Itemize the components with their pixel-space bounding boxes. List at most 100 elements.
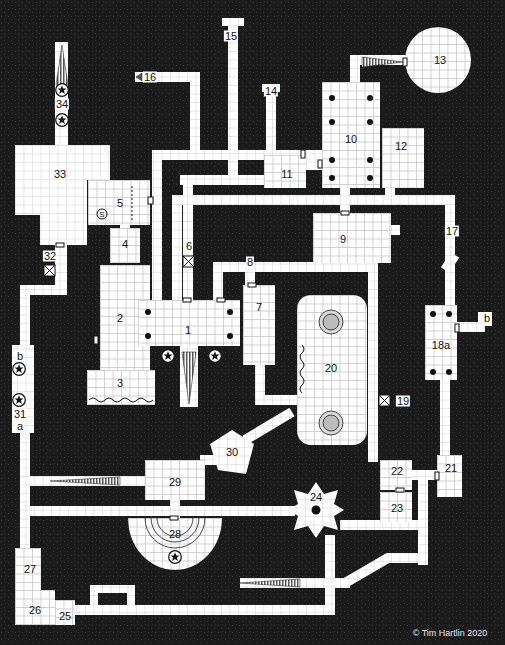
map-circle: [430, 311, 436, 317]
map-path: [44, 265, 55, 276]
map-use: [169, 551, 182, 564]
map-circle: [312, 506, 321, 515]
room: 12: [382, 128, 424, 188]
map-rect: [255, 395, 300, 405]
map-polygon: [50, 477, 120, 485]
map-use: [56, 114, 69, 127]
map-rect: [301, 150, 305, 158]
room: 25: [55, 600, 75, 625]
map-use: [56, 84, 69, 97]
map-polygon: [362, 57, 403, 67]
stairs: [50, 45, 403, 587]
map-rect: [368, 262, 378, 462]
map-circle: [367, 119, 373, 125]
map-rect: [183, 175, 193, 300]
map-rect: [318, 160, 322, 168]
map-rect: [30, 506, 295, 516]
area-label: 32: [43, 251, 57, 262]
map-circle: [446, 369, 452, 375]
area-label: 8: [246, 257, 254, 268]
room-shape: [288, 482, 344, 538]
room: 22: [380, 460, 412, 490]
map-rect: [180, 345, 198, 407]
map-rect: [445, 195, 455, 305]
copyright-note: © Tim Hartlin 2020: [413, 629, 488, 638]
map-rect: [305, 160, 323, 170]
room: 4: [110, 228, 140, 263]
map-path: [300, 345, 304, 393]
room: 7: [243, 285, 275, 365]
map-path: [132, 186, 133, 222]
map-rect: [148, 197, 153, 204]
room-number: 12: [395, 141, 407, 152]
map-rect: [266, 88, 276, 156]
map-use: [162, 350, 175, 363]
map-circle: [367, 95, 373, 101]
map-rect: [55, 42, 68, 147]
map-rect: [455, 324, 459, 332]
doors: [56, 58, 459, 520]
map-rect: [213, 262, 378, 272]
room-number: 5: [117, 198, 123, 209]
map-circle: [227, 333, 233, 339]
map-rect: [248, 283, 256, 287]
map-rect: [94, 336, 98, 344]
map-circle: [145, 309, 151, 315]
water-lines: [89, 186, 304, 548]
room-number: 4: [122, 239, 128, 250]
map-rect: [385, 188, 395, 200]
room-number: 25: [59, 611, 71, 622]
room-number: 28: [169, 529, 181, 540]
room: 29: [145, 460, 205, 500]
area-label: 16: [143, 72, 157, 83]
map-use: [13, 363, 26, 376]
room-number: 7: [256, 302, 262, 313]
map-rect: [20, 476, 148, 486]
room-number: 27: [24, 564, 36, 575]
room-number: 1: [185, 325, 191, 336]
map-rect: [170, 516, 178, 520]
room: 11: [264, 155, 306, 188]
map-rect: [418, 470, 428, 565]
room-number: 21: [445, 463, 457, 474]
map-polygon: [56, 45, 68, 85]
map-circle: [430, 369, 436, 375]
map-path: [183, 256, 194, 267]
room-number: 10: [345, 134, 357, 145]
map-rect: [379, 395, 390, 406]
map-path: [245, 412, 292, 440]
map-rect: [222, 18, 244, 26]
map-path: [145, 518, 205, 548]
area-label: 34: [55, 99, 69, 110]
room-number: 26: [29, 605, 41, 616]
diagonal-corridors: [245, 255, 455, 583]
map-path: [379, 395, 390, 406]
map-polygon: [182, 352, 196, 404]
area-label: a: [16, 421, 24, 432]
map-rect: [390, 225, 400, 235]
area-label: 17: [445, 226, 459, 237]
room-number: 30: [226, 447, 238, 458]
map-path: [89, 398, 153, 402]
room-number: 2: [117, 313, 123, 324]
map-rect: [478, 312, 492, 326]
room-number: 23: [391, 503, 403, 514]
map-polygon: [240, 579, 300, 587]
map-rect: [403, 58, 407, 66]
corridors: [12, 18, 492, 615]
map-path: [345, 558, 423, 583]
room-number: 3: [117, 378, 123, 389]
area-label: 6: [185, 241, 193, 252]
room-number: 33: [54, 169, 66, 180]
map-rect: [12, 345, 34, 433]
secret-door-mark: S: [97, 209, 108, 220]
area-label: 19: [396, 396, 410, 407]
map-circle: [145, 333, 151, 339]
map-rect: [325, 535, 335, 615]
map-rect: [44, 265, 55, 276]
map-circle: [323, 314, 339, 330]
map-rect: [435, 472, 439, 480]
area-label: b: [483, 313, 491, 324]
